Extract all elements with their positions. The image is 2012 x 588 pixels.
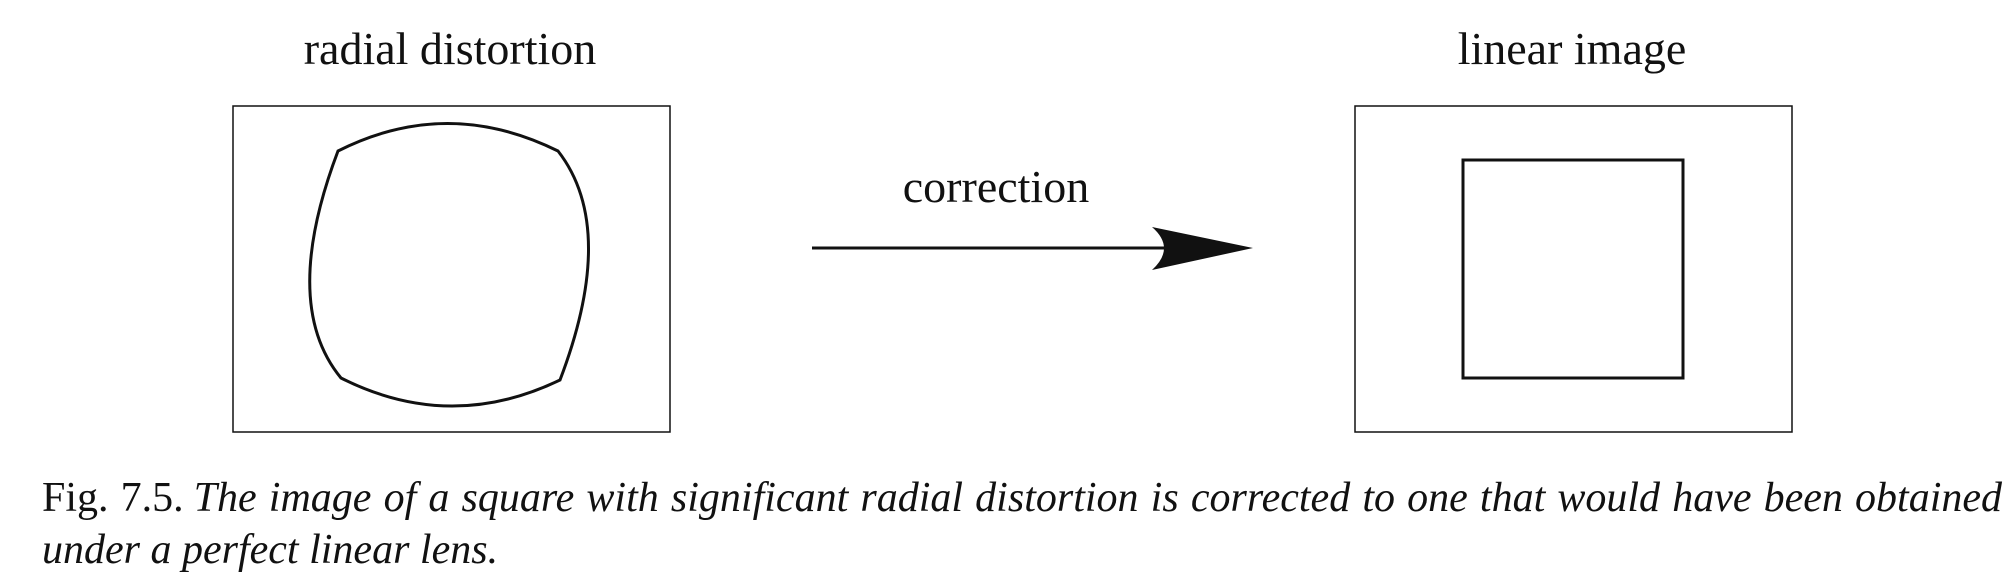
- distorted-square: [308, 122, 590, 408]
- corrected-square: [1461, 158, 1685, 380]
- left-panel-title: radial distortion: [304, 23, 597, 74]
- right-panel-title: linear image: [1458, 23, 1687, 74]
- caption-text: The image of a square with significant r…: [42, 475, 2002, 573]
- caption-label: Fig. 7.5.: [42, 475, 184, 521]
- figure-diagram: radial distortion correction linear imag…: [232, 23, 1793, 433]
- figure-caption: Fig. 7.5.The image of a square with sign…: [42, 472, 2002, 576]
- right-panel-frame: [1354, 105, 1793, 433]
- left-panel-frame: [232, 105, 671, 433]
- arrow-label: correction: [903, 161, 1089, 212]
- correction-arrow-head: [1152, 227, 1253, 270]
